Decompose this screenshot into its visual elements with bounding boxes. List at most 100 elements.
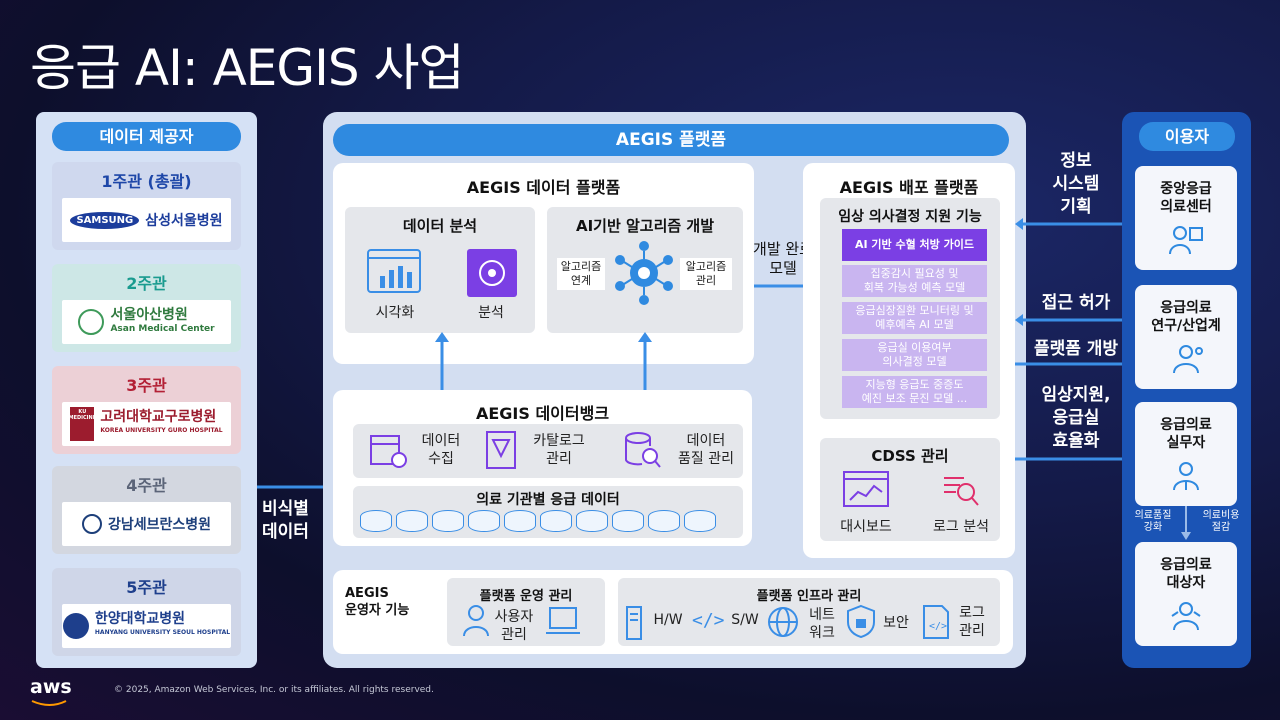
provider-hospital-name: 강남세브란스병원: [107, 517, 212, 533]
down-arrow: [1181, 506, 1191, 540]
data-collect-label: 데이터 수집: [421, 433, 461, 467]
log-mgmt-label: 로그 관리: [959, 605, 985, 639]
user-label: 응급의료 대상자: [1160, 557, 1212, 591]
gangnam-severance-logo: 강남세브란스병원: [62, 502, 231, 546]
provider-hospital-name: 서울아산병원: [110, 307, 188, 323]
databank-title: AEGIS 데이터뱅크: [475, 404, 610, 423]
database-cylinders: [358, 510, 738, 536]
dashboard-label: 대시보드: [840, 519, 892, 535]
provider-hospital-name: 한양대학교병원: [94, 611, 186, 627]
data-provider-header: 데이터 제공자: [52, 122, 241, 151]
emergency-data-label: 의료 기관별 응급 데이터: [476, 492, 620, 508]
clinical-support-arrow: [1015, 453, 1137, 465]
log-file-icon: </>: [923, 605, 949, 639]
aws-smile-icon: [31, 700, 67, 706]
access-permission-label: 접근 허가: [1041, 293, 1111, 313]
samsung-hospital-logo: SAMSUNG 삼성서울병원: [62, 198, 231, 242]
doctor-presentation-icon: [1169, 226, 1203, 255]
database-icon: [540, 510, 572, 532]
visualization-icon: [367, 249, 421, 293]
deidentified-data-label: 비식별 데이터: [262, 499, 309, 542]
provider-hospital-name: 고려대학교구로병원: [100, 409, 217, 425]
info-system-arrow: [1015, 218, 1137, 230]
user-mgmt-label: 사용자 관리: [494, 609, 534, 643]
provider-rank: 2주관: [126, 274, 167, 293]
provider-hospital-name: 삼성서울병원: [145, 213, 223, 229]
provider-rank: 5주관: [126, 578, 167, 597]
aegis-platform-header: AEGIS 플랫폼: [333, 124, 1009, 156]
analyze-label: 분석: [478, 305, 504, 321]
laptop-icon: [546, 607, 580, 634]
page-title: 응급 AI: AEGIS 사업: [30, 39, 465, 97]
database-icon: [432, 510, 464, 532]
cdss-box: [820, 438, 1000, 541]
provider-hospital-en: KOREA UNIVERSITY GURO HOSPITAL: [100, 427, 223, 434]
data-analysis-title: 데이터 분석: [402, 217, 478, 235]
medical-staff-icon: [1173, 462, 1199, 491]
cds-title: 임상 의사결정 지원 기능: [838, 209, 982, 225]
provider-hospital-en: HANYANG UNIVERSITY SEOUL HOSPITAL: [94, 629, 231, 636]
svg-text:</>: </>: [929, 621, 947, 632]
aws-logo: aws: [30, 676, 72, 698]
log-analysis-label: 로그 분석: [933, 519, 989, 535]
access-arrow: [1015, 314, 1137, 326]
user-label: 응급의료 실무자: [1160, 417, 1212, 451]
analysis-icon: [467, 249, 517, 297]
user-icon: [463, 605, 489, 637]
provider-rank: 1주관 (총괄): [101, 172, 192, 191]
cdss-title: CDSS 관리: [871, 447, 949, 465]
database-icon: [396, 510, 428, 532]
user-panel-header: 이용자: [1139, 122, 1235, 151]
database-icon: [360, 510, 392, 532]
user-card-research-industry: 응급의료 연구/산업계: [1135, 285, 1237, 389]
korea-univ-guro-logo: KU MEDICINE 고려대학교구로병원 KOREA UNIVERSITY G…: [62, 402, 231, 446]
platform-infra-mgmt-box: [618, 578, 1000, 646]
platform-ops-mgmt-box: [447, 578, 605, 646]
hw-label: H/W: [653, 612, 683, 628]
ai-model-item: 지능형 응급도 중증도 예진 보조 문진 모델 ...: [842, 376, 987, 408]
platform-open-label: 플랫폼 개방: [1033, 339, 1119, 359]
ai-model-item: 집중감시 필요성 및 회복 가능성 예측 모델: [842, 265, 987, 297]
visualize-label: 시각화: [375, 305, 415, 321]
provider-rank: 4주관: [126, 476, 167, 495]
provider-card-4: 4주관 강남세브란스병원: [52, 466, 241, 554]
dashboard-icon: [843, 471, 889, 507]
catalog-label: 카탈로그 관리: [533, 433, 585, 467]
samsung-brand: SAMSUNG: [70, 211, 140, 229]
user-card-practitioner: 응급의료 실무자: [1135, 402, 1237, 506]
cost-reduction-label: 의료비용 절감: [1202, 510, 1240, 533]
data-platform-title: AEGIS 데이터 플랫폼: [466, 178, 621, 197]
ai-algorithm-title: AI기반 알고리즘 개발: [575, 217, 715, 235]
asan-emblem-icon: [78, 309, 105, 335]
ai-model-item: AI 기반 수혈 처방 가이드: [842, 229, 987, 261]
globe-icon: [768, 607, 798, 637]
user-label: 중앙응급 의료센터: [1160, 181, 1212, 215]
databank-functions-row: [353, 424, 743, 478]
database-icon: [612, 510, 644, 532]
data-quality-label: 데이터 품질 관리: [678, 433, 734, 467]
provider-card-3: 3주관 KU MEDICINE 고려대학교구로병원 KOREA UNIVERSI…: [52, 366, 241, 454]
ku-medicine-badge-icon: KU MEDICINE: [69, 407, 96, 441]
user-card-recipient: 응급의료 대상자: [1135, 542, 1237, 646]
provider-card-1: 1주관 (총괄) SAMSUNG 삼성서울병원: [52, 162, 241, 250]
deploy-platform-title: AEGIS 배포 플랫폼: [839, 178, 979, 197]
shield-lock-icon: [847, 604, 875, 638]
ai-model-item: 응급심장질환 모니터링 및 예후예측 AI 모델: [842, 302, 987, 334]
algorithm-link-label: 알고리즘 연계: [557, 258, 605, 290]
provider-card-2: 2주관 서울아산병원 Asan Medical Center: [52, 264, 241, 352]
code-icon: </>: [692, 610, 725, 631]
copyright-text: © 2025, Amazon Web Services, Inc. or its…: [114, 685, 434, 695]
platform-infra-mgmt-title: 플랫폼 인프라 관리: [756, 589, 862, 604]
quality-improvement-label: 의료품질 강화: [1134, 510, 1172, 533]
server-icon: [626, 606, 642, 640]
database-icon: [468, 510, 500, 532]
patient-icon: [1171, 602, 1201, 631]
severance-emblem-icon: [81, 514, 102, 534]
provider-card-5: 5주관 한양대학교병원 HANYANG UNIVERSITY SEOUL HOS…: [52, 568, 241, 656]
algorithm-manage-label: 알고리즘 관리: [680, 258, 732, 290]
provider-hospital-en: Asan Medical Center: [110, 324, 215, 334]
database-icon: [648, 510, 680, 532]
data-collect-icon: [370, 435, 407, 468]
ai-network-icon: [615, 241, 673, 305]
database-icon: [576, 510, 608, 532]
